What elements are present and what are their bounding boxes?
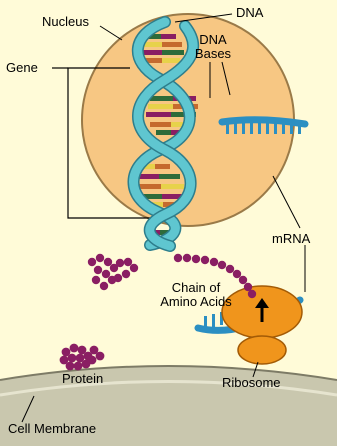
mrna-base: [250, 122, 253, 134]
amino-acid: [88, 258, 96, 266]
dna-base-right: [161, 184, 184, 189]
amino-acid: [218, 261, 226, 269]
dna-base-right: [159, 174, 180, 179]
chain-label-line2: Amino Acids: [152, 295, 240, 309]
amino-acid: [192, 255, 200, 263]
amino-acid: [122, 270, 130, 278]
mrna-base: [212, 314, 215, 327]
amino-acid: [94, 266, 102, 274]
amino-acid: [92, 276, 100, 284]
dna-base-right: [162, 58, 180, 63]
amino-acid: [96, 254, 104, 262]
amino-acid: [74, 362, 83, 371]
mrna-label: mRNA: [272, 232, 310, 246]
amino-acid: [116, 259, 124, 267]
dna-label: DNA: [236, 6, 263, 20]
amino-acid: [174, 254, 182, 262]
amino-acid: [210, 258, 218, 266]
amino-acid: [226, 265, 234, 273]
amino-acid: [96, 352, 105, 361]
dna-base-right: [162, 50, 184, 55]
dna-base-left: [156, 130, 171, 135]
amino-acid: [248, 290, 256, 298]
mrna-strand-upper: [222, 120, 305, 124]
mrna-base: [258, 122, 261, 134]
amino-acid: [183, 254, 191, 262]
gene-label: Gene: [6, 61, 38, 75]
dna-base-left: [146, 112, 171, 117]
cell-membrane-label: Cell Membrane: [8, 422, 96, 436]
amino-acid: [201, 256, 209, 264]
dna-base-left: [138, 184, 161, 189]
mrna-base: [266, 122, 269, 134]
dna-bases-label: DNA Bases: [190, 33, 236, 61]
dna-base-right: [161, 34, 176, 39]
dna-bases-label-line1: DNA: [190, 33, 236, 47]
nucleus-label: Nucleus: [42, 15, 89, 29]
amino-acid: [114, 274, 122, 282]
dna-base-right: [162, 42, 182, 47]
amino-acid: [239, 276, 247, 284]
chain-of-amino-acids-label: Chain of Amino Acids: [152, 281, 240, 309]
amino-acid: [66, 362, 75, 371]
amino-acid: [68, 354, 77, 363]
ribosome-small-subunit: [238, 336, 286, 364]
dna-base-right: [155, 164, 170, 169]
amino-acid: [124, 258, 132, 266]
chain-label-line1: Chain of: [152, 281, 240, 295]
dna-base-left: [150, 122, 171, 127]
mrna-base: [242, 122, 245, 134]
amino-acid: [100, 282, 108, 290]
protein-label: Protein: [62, 372, 103, 386]
ribosome-label: Ribosome: [222, 376, 281, 390]
amino-acid: [102, 270, 110, 278]
dna-bases-label-line2: Bases: [190, 47, 236, 61]
amino-acid: [70, 344, 79, 353]
amino-acid: [130, 264, 138, 272]
dna-base-left: [148, 104, 173, 109]
amino-acid: [233, 270, 241, 278]
amino-acid: [104, 258, 112, 266]
dna-base-left: [138, 174, 159, 179]
amino-acid: [88, 356, 97, 365]
dna-base-left: [150, 96, 173, 101]
